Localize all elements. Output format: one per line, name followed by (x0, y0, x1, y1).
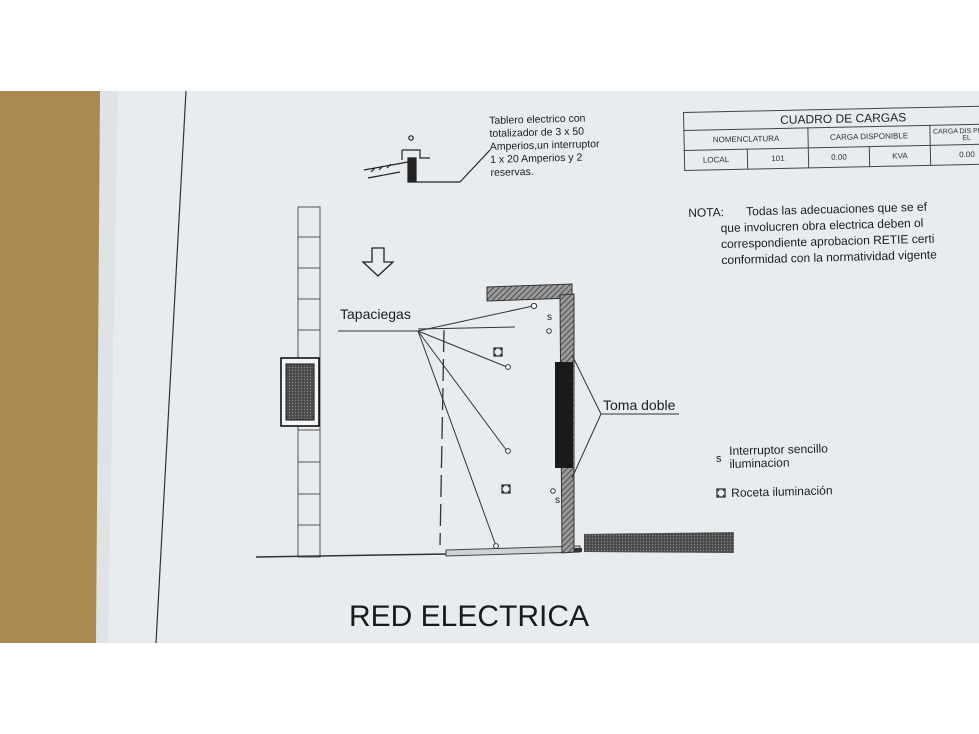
down-arrow-icon (361, 247, 395, 277)
legend-switch-label: Interruptor sencillo iluminacion (729, 441, 828, 471)
legend-rosette-label: Roceta iluminación (731, 483, 833, 500)
load-table-header: CARGA DISPONIBLE (807, 125, 931, 148)
toma-doble-leaders (571, 354, 679, 479)
load-table-cell: 101 (747, 147, 809, 170)
legend-switch-symbol: s (716, 453, 722, 465)
panel-note: Tablero electrico con totalizador de 3 x… (489, 112, 615, 180)
load-table-cell: 0.00 (930, 143, 979, 166)
panel-box (280, 357, 320, 427)
nota-label: NOTA: (688, 205, 725, 220)
load-table-cell: KVA (869, 145, 931, 167)
drawing-title: RED ELECTRICA (349, 600, 590, 633)
cardboard-background (0, 91, 115, 643)
tapaciegas-label: Tapaciegas (340, 306, 411, 322)
rosette-legend-icon (716, 488, 726, 498)
electrical-panel-symbol (363, 135, 491, 183)
legend-switch-label-line: iluminacion (729, 455, 790, 471)
switch-symbol-top: s (547, 312, 552, 323)
load-table-cell: LOCAL (684, 149, 748, 171)
load-table-header: CARGA DIS PLANTA EL (929, 123, 979, 146)
load-table: CUADRO DE CARGAS NOMENCLATURA CARGA DISP… (683, 105, 979, 180)
nota-block: NOTA: Todas las adecuaciones que se ef q… (688, 197, 979, 269)
outlet-markers (493, 302, 556, 549)
sheet-border-line (155, 90, 187, 644)
tapaciegas-leaders (338, 305, 534, 547)
rosette-symbols (493, 347, 511, 494)
right-wall (486, 283, 734, 554)
load-table-cell: 0.00 (808, 146, 870, 168)
load-table-header: NOMENCLATURA (683, 127, 809, 151)
toma-doble-label: Toma doble (603, 397, 676, 413)
switch-symbol-bottom: s (555, 495, 560, 506)
